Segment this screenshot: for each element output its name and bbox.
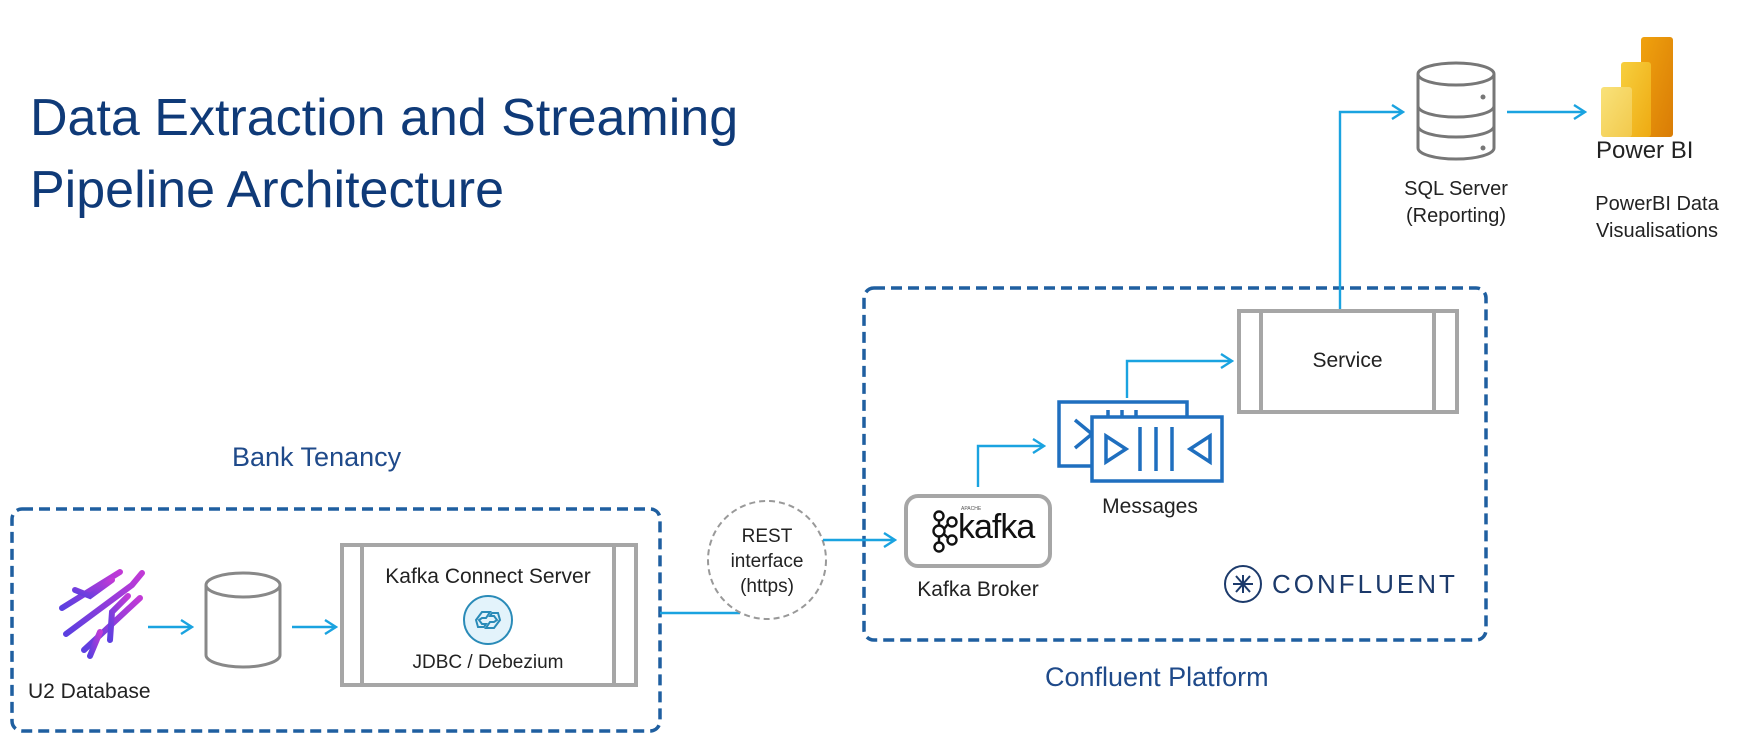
rest-label-line-3: (https) xyxy=(740,576,794,597)
bank-tenancy-region xyxy=(10,507,662,733)
u2-logo-icon xyxy=(59,569,145,659)
rest-label-line-2: interface xyxy=(730,551,804,572)
powerbi-label: PowerBI Data Visualisations xyxy=(1572,191,1742,245)
confluent-logo-icon xyxy=(1224,565,1262,603)
kafka-broker-label: Kafka Broker xyxy=(917,578,1039,601)
database-server-icon xyxy=(1416,61,1496,161)
confluent-platform-region xyxy=(862,286,1488,642)
bank-tenancy-label: Bank Tenancy xyxy=(232,442,402,472)
kafka-connect-title: Kafka Connect Server xyxy=(385,565,591,588)
rest-interface-node xyxy=(707,500,827,620)
u2-database-label: U2 Database xyxy=(28,680,151,703)
kafka-logo-icon xyxy=(932,510,958,553)
diagram-title: Data Extraction and Streaming Pipeline A… xyxy=(30,82,738,226)
powerbi-label-line-1: PowerBI Data xyxy=(1595,193,1719,215)
title-line-1: Data Extraction and Streaming xyxy=(30,89,739,147)
kafka-connect-box xyxy=(340,543,638,687)
arrow-broker-to-messages xyxy=(976,446,1044,487)
confluent-platform-label: Confluent Platform xyxy=(1045,662,1269,692)
service-label: Service xyxy=(1312,349,1383,372)
connector-icon xyxy=(463,595,513,645)
sql-server-label-line-1: SQL Server xyxy=(1404,178,1508,200)
arrow-messages-to-service xyxy=(1125,361,1232,398)
title-line-2: Pipeline Architecture xyxy=(30,161,505,219)
kafka-logo-text: kafka xyxy=(958,508,1035,546)
kafka-logo-small-text: APACHE xyxy=(961,506,982,512)
database-cylinder-icon xyxy=(204,571,282,669)
kafka-connect-subtitle: JDBC / Debezium xyxy=(412,652,564,673)
powerbi-icon xyxy=(1601,37,1673,137)
message-queue-icon xyxy=(1057,400,1224,483)
sql-server-label-line-2: (Reporting) xyxy=(1405,205,1507,227)
sql-server-label: SQL Server (Reporting) xyxy=(1386,176,1526,230)
powerbi-logo-text: Power BI xyxy=(1596,137,1694,164)
rest-label-line-1: REST xyxy=(741,526,793,547)
rest-interface-label: REST interface (https) xyxy=(707,524,827,599)
messages-label: Messages xyxy=(1102,495,1198,518)
arrow-service-to-sql xyxy=(1338,112,1403,309)
service-box xyxy=(1237,309,1459,414)
powerbi-label-line-2: Visualisations xyxy=(1596,220,1718,242)
confluent-logo-text: CONFLUENT xyxy=(1272,569,1458,599)
